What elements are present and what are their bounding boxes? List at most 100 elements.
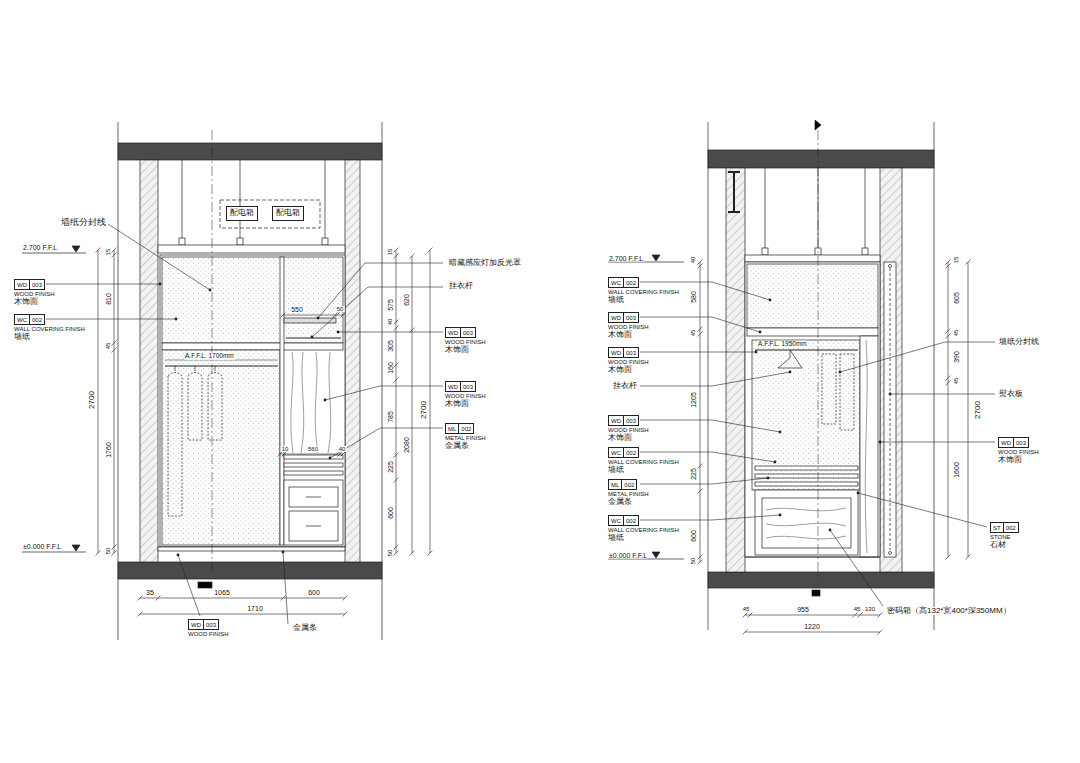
- tag-frame: WD003: [445, 327, 486, 338]
- right-elevation: [708, 572, 934, 588]
- dimension-text: 2080: [403, 436, 410, 454]
- left-elevation: [291, 352, 293, 453]
- finish-code: ML: [445, 423, 459, 434]
- leader-dot: [779, 514, 782, 517]
- right-elevation: [766, 536, 846, 539]
- leader-dot: [889, 393, 892, 396]
- dimension-line: [394, 551, 399, 556]
- left-elevation: [158, 547, 345, 551]
- finish-code: WC: [14, 314, 30, 325]
- dimension-line: [698, 327, 703, 332]
- annotation-text: 金属条: [292, 624, 318, 632]
- dimension-text: 40: [387, 318, 393, 327]
- annotation-text: 挂衣杆: [612, 382, 638, 390]
- dimension-text: 550: [290, 306, 304, 313]
- left-elevation: [284, 471, 343, 475]
- finish-name: 木饰面: [445, 400, 469, 409]
- finish-number: 003: [624, 347, 639, 358]
- leader-line: [640, 515, 780, 520]
- finish-name: METAL FINISH: [445, 435, 486, 442]
- dimension-text: 160: [387, 361, 394, 375]
- dimension-line: [112, 348, 117, 353]
- left-elevation: [162, 350, 280, 545]
- dimension-line: [946, 555, 951, 560]
- dimension-text: 1710: [246, 605, 264, 612]
- left-elevation: [195, 366, 196, 371]
- finish-number: 002: [624, 447, 639, 458]
- dimension-line: [698, 332, 703, 337]
- annotation-text: 2.700 F.F.L: [22, 244, 58, 251]
- dimension-text: 620: [403, 293, 410, 307]
- dimension-line: [394, 478, 399, 483]
- tag-frame: WC002: [14, 314, 85, 325]
- dimension-line: [946, 329, 951, 334]
- annotation-text: 挂衣杆: [448, 282, 474, 290]
- dimension-text: 600: [690, 529, 697, 543]
- finish-name: WALL COVERING FINISH: [608, 289, 679, 296]
- finish-code: WC: [608, 515, 624, 526]
- dimension-text: 1065: [213, 589, 231, 596]
- tag-frame: WD003: [608, 415, 649, 426]
- finish-code: ST: [990, 522, 1004, 533]
- finish-number: 002: [30, 314, 45, 325]
- dimension-line: [281, 596, 286, 601]
- dimension-text: 45: [742, 606, 751, 612]
- annotation-text: A.F.F.L. 1950mm: [757, 341, 808, 348]
- right-elevation: [745, 557, 880, 558]
- annotation-text: 暗藏感应灯加反光罩: [448, 259, 522, 267]
- leader-line: [46, 319, 176, 320]
- leader-dot: [774, 461, 777, 464]
- dimension-text: 10: [281, 446, 290, 452]
- tag-frame: WD003: [998, 437, 1039, 448]
- left-elevation: [188, 373, 202, 441]
- dimension-line: [138, 612, 143, 617]
- leader-dot: [159, 283, 162, 286]
- left-elevation: [220, 200, 320, 228]
- right-elevation: [745, 262, 880, 557]
- dimension-line: [112, 545, 117, 550]
- dimension-text: 45: [690, 329, 696, 338]
- leader-line: [640, 420, 780, 432]
- right-elevation: [889, 265, 892, 268]
- leader-dot: [879, 441, 882, 444]
- finish-code: WD: [14, 279, 30, 290]
- right-elevation: [747, 264, 878, 328]
- finish-name: 墙纸: [608, 296, 624, 305]
- finish-code: WD: [445, 327, 461, 338]
- leader-dot: [769, 299, 772, 302]
- finish-number: 003: [30, 279, 45, 290]
- finish-number: 003: [624, 312, 639, 323]
- left-elevation: [179, 238, 185, 245]
- right-elevation: [766, 508, 846, 511]
- leader-dot: [839, 371, 842, 374]
- finish-name: WOOD FINISH: [608, 359, 649, 366]
- left-elevation: [325, 160, 326, 240]
- left-elevation: [208, 373, 222, 441]
- left-elevation: [72, 246, 80, 252]
- leader-dot: [175, 318, 178, 321]
- tag-frame: WD003: [14, 279, 55, 290]
- dimension-text: 955: [796, 606, 810, 613]
- tag-frame: WC002: [608, 447, 679, 458]
- left-elevation: [175, 366, 176, 371]
- finish-name: WALL COVERING FINISH: [608, 459, 679, 466]
- dimension-line: [394, 254, 399, 259]
- left-elevation: [322, 238, 328, 245]
- dimension-text: 50: [387, 549, 393, 558]
- left-elevation: [158, 245, 345, 253]
- right-elevation: [726, 168, 745, 572]
- finish-number: 003: [461, 381, 476, 392]
- dimension-line: [394, 453, 399, 458]
- finish-name: 木饰面: [608, 434, 632, 443]
- finish-tag: ML002METAL FINISH金属条: [445, 423, 486, 451]
- right-elevation: [608, 262, 684, 263]
- tag-frame: WD003: [608, 347, 649, 358]
- leader-line: [640, 352, 756, 353]
- dimension-line: [698, 560, 703, 565]
- leader-line: [178, 555, 200, 616]
- dimension-line: [343, 612, 348, 617]
- finish-name: 金属条: [608, 498, 632, 507]
- finish-name: 石材: [990, 541, 1006, 550]
- box-label: 配电箱: [276, 209, 300, 218]
- dimension-line: [396, 250, 397, 553]
